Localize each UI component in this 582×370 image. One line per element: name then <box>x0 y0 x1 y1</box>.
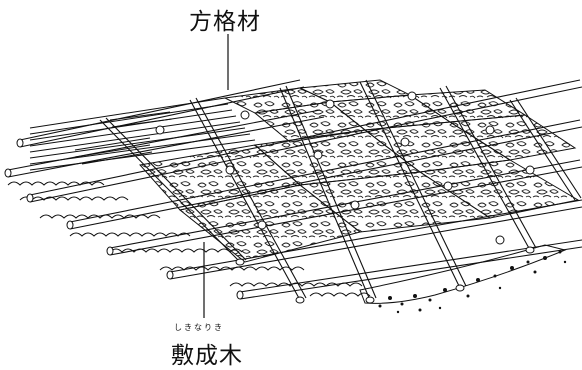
stone-fill-cells <box>139 79 580 263</box>
label-laid-logs: 敷成木 <box>171 343 243 369</box>
timber-end-caps <box>4 138 535 304</box>
joint-pegs <box>155 91 535 245</box>
label-laid-logs-reading: しきなりき <box>174 323 224 332</box>
square-timber-grid <box>7 79 582 301</box>
leader-lines <box>203 34 229 318</box>
label-square-timber: 方格材 <box>189 9 261 35</box>
